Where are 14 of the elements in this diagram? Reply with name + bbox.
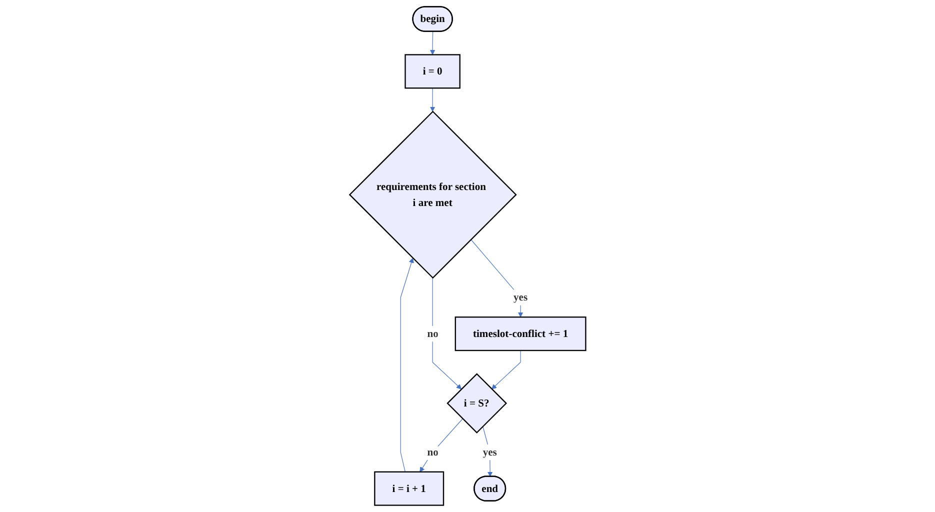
arrow [430,88,435,112]
node-box: timeslot-conflict += 1 [454,316,586,352]
arrow [419,418,463,472]
edge-label: yes [482,446,497,458]
arrow [432,278,462,390]
arrow [430,31,435,55]
node-box: i = 0 [404,54,460,89]
arrow [470,239,523,318]
edge-label: yes [513,291,528,304]
node-box: i = i + 1 [374,471,444,506]
node-diamond: requirements for section i are met [348,110,517,279]
arrow [491,350,521,390]
node-diamond: i = S? [446,373,507,434]
arrow [400,258,414,472]
